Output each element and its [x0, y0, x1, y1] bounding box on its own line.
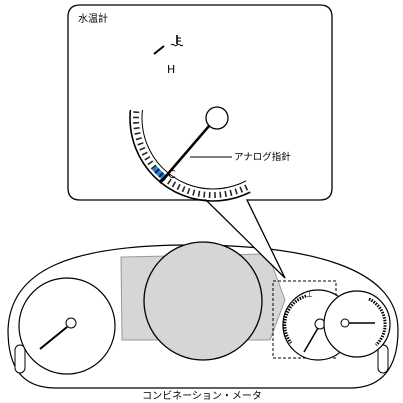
tachometer-hub	[65, 317, 77, 329]
hot-end-cap	[153, 45, 165, 55]
cold-mark: C	[168, 168, 176, 181]
tachometer-needle	[39, 326, 68, 350]
pointer-label: アナログ指針	[234, 151, 291, 163]
svg-text:⊥: ⊥	[306, 290, 313, 299]
analog-pointer	[159, 125, 210, 184]
callout-title: 水温計	[78, 12, 108, 25]
cluster-caption: コンビネーション・メータ	[142, 390, 262, 402]
pointer-hub	[205, 106, 229, 130]
thermometer-icon	[170, 35, 184, 47]
right-end-slot	[377, 344, 389, 374]
callout-frame	[67, 4, 333, 279]
left-end-slot	[14, 344, 26, 374]
fuel-gauge	[323, 290, 391, 358]
callout-balloon: 水温計 H C アナログ指針	[67, 4, 333, 279]
combination-meter: ⊥ コンビネーション・メータ	[7, 241, 399, 402]
speedometer	[143, 241, 263, 361]
hot-mark: H	[167, 63, 175, 76]
